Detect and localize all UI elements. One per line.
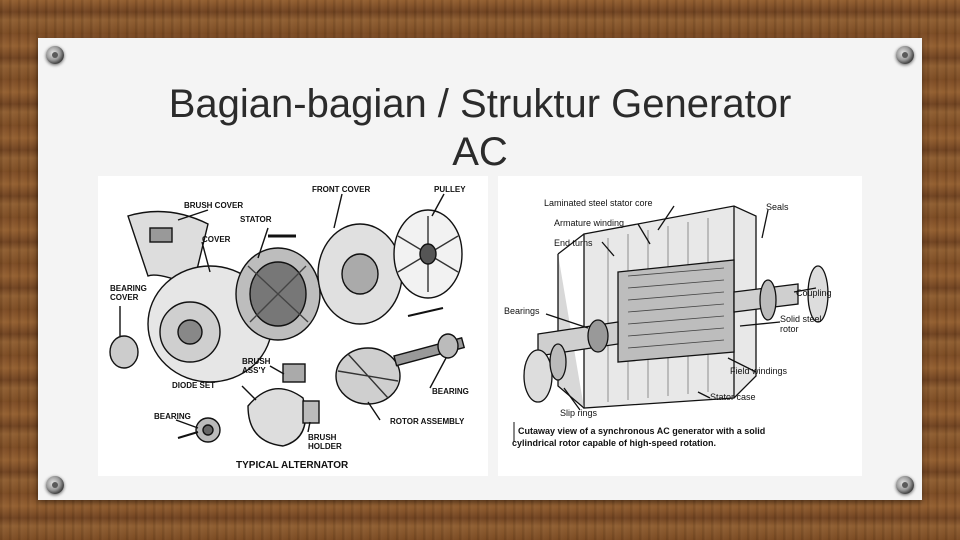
generator-drawing: Laminated steel stator core Armature win…: [498, 176, 862, 476]
pin-icon: [896, 46, 914, 64]
alternator-drawing: BRUSH COVER FRONT COVER PULLEY STATOR CO…: [98, 176, 488, 476]
label-seals: Seals: [766, 202, 789, 212]
slide-title-line1: Bagian-bagian / Struktur Generator: [38, 80, 922, 128]
label-brush-assy-1: BRUSH: [242, 357, 271, 366]
label-front-cover: FRONT COVER: [312, 185, 370, 194]
label-brush-assy-2: ASS'Y: [242, 366, 266, 375]
label-bearing-cover-2: COVER: [110, 293, 139, 302]
pin-icon: [46, 46, 64, 64]
pin-icon: [896, 476, 914, 494]
label-coupling: Coupling: [796, 288, 832, 298]
label-field-windings: Field windings: [730, 366, 788, 376]
label-bearing-cover-1: BEARING: [110, 284, 147, 293]
label-armature-winding: Armature winding: [554, 218, 624, 228]
label-diode-set: DIODE SET: [172, 381, 215, 390]
label-brush-holder-1: BRUSH: [308, 433, 337, 442]
slide-title-line2: AC: [38, 128, 922, 176]
generator-caption-line1: Cutaway view of a synchronous AC generat…: [518, 426, 765, 436]
alternator-diagram: BRUSH COVER FRONT COVER PULLEY STATOR CO…: [98, 176, 488, 476]
label-rotor-assembly: ROTOR ASSEMBLY: [390, 417, 465, 426]
label-solid-rotor-2: rotor: [780, 324, 799, 334]
label-brush-cover: BRUSH COVER: [184, 201, 243, 210]
label-bearings: Bearings: [504, 306, 540, 316]
generator-caption-line2: cylindrical rotor capable of high-speed …: [512, 438, 716, 448]
label-bearing-left: BEARING: [154, 412, 191, 421]
pin-icon: [46, 476, 64, 494]
label-laminated-core: Laminated steel stator core: [544, 198, 653, 208]
label-stator: STATOR: [240, 215, 272, 224]
label-slip-rings: Slip rings: [560, 408, 598, 418]
generator-cutaway-diagram: Laminated steel stator core Armature win…: [498, 176, 862, 476]
label-brush-holder-2: HOLDER: [308, 442, 342, 451]
label-bearing-right: BEARING: [432, 387, 469, 396]
slide-title: Bagian-bagian / Struktur Generator AC: [38, 80, 922, 176]
label-cover: COVER: [202, 235, 231, 244]
label-solid-rotor-1: Solid steel: [780, 314, 822, 324]
label-pulley: PULLEY: [434, 185, 466, 194]
label-stator-case: Stator case: [710, 392, 756, 402]
alternator-caption: TYPICAL ALTERNATOR: [236, 460, 349, 471]
label-end-turns: End turns: [554, 238, 593, 248]
